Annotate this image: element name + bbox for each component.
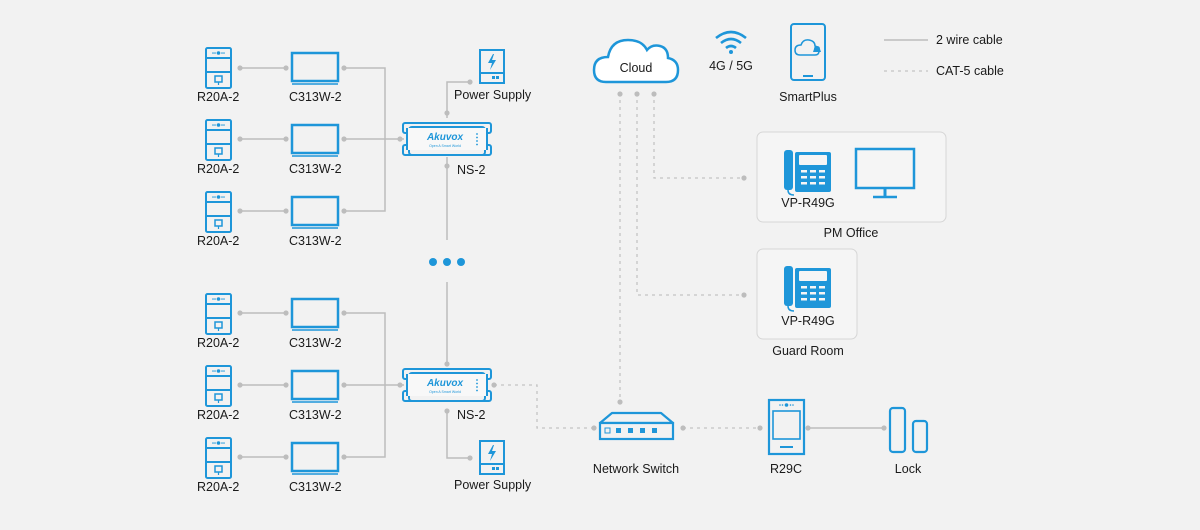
- group-2-switch: Akuvox Open A Smart World NS-2: [402, 368, 492, 422]
- switch-tagline: Open A Smart World: [429, 144, 461, 148]
- smartphone-icon: [790, 23, 826, 81]
- indoor-monitor-label: C313W-2: [289, 162, 342, 176]
- ellipsis-dot: [429, 258, 437, 266]
- door-station-label: R20A-2: [197, 336, 239, 350]
- cloud-icon: [592, 38, 680, 84]
- group-1-power: Power Supply: [454, 49, 532, 102]
- switch-brand-logo: Akuvox: [426, 132, 464, 143]
- indoor-monitor-label: C313W-2: [289, 90, 342, 104]
- cat5-connections: [491, 91, 887, 431]
- magnetic-lock-icon: [888, 406, 929, 454]
- power-supply-label: Power Supply: [454, 88, 532, 102]
- indoor-monitor-icon: [290, 369, 340, 404]
- indoor-monitor-icon: [290, 441, 340, 476]
- pm-office: VP-R49G PM Office: [756, 131, 947, 240]
- switch-tagline: Open A Smart World: [429, 390, 461, 394]
- door-station-label: R20A-2: [197, 162, 239, 176]
- desk-phone-icon: [783, 265, 832, 312]
- door-station-icon: [205, 293, 232, 335]
- desk-phone-icon: [783, 149, 832, 196]
- smartplus-label: SmartPlus: [779, 90, 837, 104]
- r29c-node: R29C: [767, 398, 806, 476]
- lock-label: Lock: [895, 462, 922, 476]
- network-switch-icon: [598, 411, 675, 441]
- group-1: R20A-2 C313W-2 R20A-2 C313W-2 R20A-2 C31…: [197, 47, 532, 248]
- computer-monitor-icon: [854, 147, 916, 199]
- indoor-monitor-icon: [290, 195, 340, 230]
- group-2-power: Power Supply: [454, 440, 532, 492]
- legend-cat5-label: CAT-5 cable: [936, 64, 1004, 78]
- legend: 2 wire cable CAT-5 cable: [884, 33, 1004, 78]
- door-station-icon: [205, 47, 232, 89]
- pm-office-phone-label: VP-R49G: [781, 196, 835, 210]
- guard-room-title: Guard Room: [772, 344, 844, 358]
- r29c-door-phone-icon: [767, 398, 806, 456]
- network-switch-node: Network Switch: [593, 411, 679, 476]
- group-2-row-3: R20A-2 C313W-2: [197, 437, 342, 494]
- power-supply-icon: [479, 440, 505, 475]
- group-1-wires: [237, 65, 473, 240]
- indoor-monitor-icon: [290, 297, 340, 332]
- smartplus-node: SmartPlus: [779, 23, 837, 104]
- indoor-monitor-icon: [290, 51, 340, 86]
- wireless-node: 4G / 5G: [709, 30, 753, 73]
- door-station-label: R20A-2: [197, 234, 239, 248]
- door-station-label: R20A-2: [197, 480, 239, 494]
- indoor-monitor-label: C313W-2: [289, 336, 342, 350]
- door-station-icon: [205, 191, 232, 233]
- ellipsis-dot: [443, 258, 451, 266]
- group-2: R20A-2 C313W-2 R20A-2 C313W-2 R20A-2 C31…: [197, 293, 532, 494]
- cloud-node: Cloud: [592, 38, 680, 84]
- door-station-icon: [205, 365, 232, 407]
- door-station-icon: [205, 437, 232, 479]
- group-1-row-3: R20A-2 C313W-2: [197, 191, 342, 248]
- door-station-label: R20A-2: [197, 408, 239, 422]
- network-switch-label: Network Switch: [593, 462, 679, 476]
- group-2-row-1: R20A-2 C313W-2: [197, 293, 342, 350]
- door-station-label: R20A-2: [197, 90, 239, 104]
- group-1-row-2: R20A-2 C313W-2: [197, 119, 342, 176]
- group-2-wires: [237, 282, 473, 461]
- door-station-icon: [205, 119, 232, 161]
- wireless-label: 4G / 5G: [709, 59, 753, 73]
- guard-room: VP-R49G Guard Room: [756, 248, 858, 358]
- group-1-switch: Akuvox Open A Smart World NS-2: [402, 122, 492, 177]
- indoor-monitor-label: C313W-2: [289, 234, 342, 248]
- legend-wire-label: 2 wire cable: [936, 33, 1003, 47]
- switch-label: NS-2: [457, 408, 486, 422]
- switch-label: NS-2: [457, 163, 486, 177]
- indoor-monitor-label: C313W-2: [289, 480, 342, 494]
- indoor-monitor-label: C313W-2: [289, 408, 342, 422]
- lock-node: Lock: [888, 406, 929, 476]
- group-1-row-1: R20A-2 C313W-2: [197, 47, 342, 104]
- indoor-monitor-icon: [290, 123, 340, 158]
- switch-brand-logo: Akuvox: [426, 378, 464, 389]
- ellipsis-dot: [457, 258, 465, 266]
- pm-office-title: PM Office: [824, 226, 879, 240]
- more-groups-ellipsis: [429, 258, 465, 266]
- wifi-icon: [715, 30, 747, 54]
- cloud-label: Cloud: [620, 61, 653, 75]
- r29c-label: R29C: [770, 462, 802, 476]
- group-2-row-2: R20A-2 C313W-2: [197, 365, 342, 422]
- guard-room-phone-label: VP-R49G: [781, 314, 835, 328]
- power-supply-icon: [479, 49, 505, 84]
- power-supply-label: Power Supply: [454, 478, 532, 492]
